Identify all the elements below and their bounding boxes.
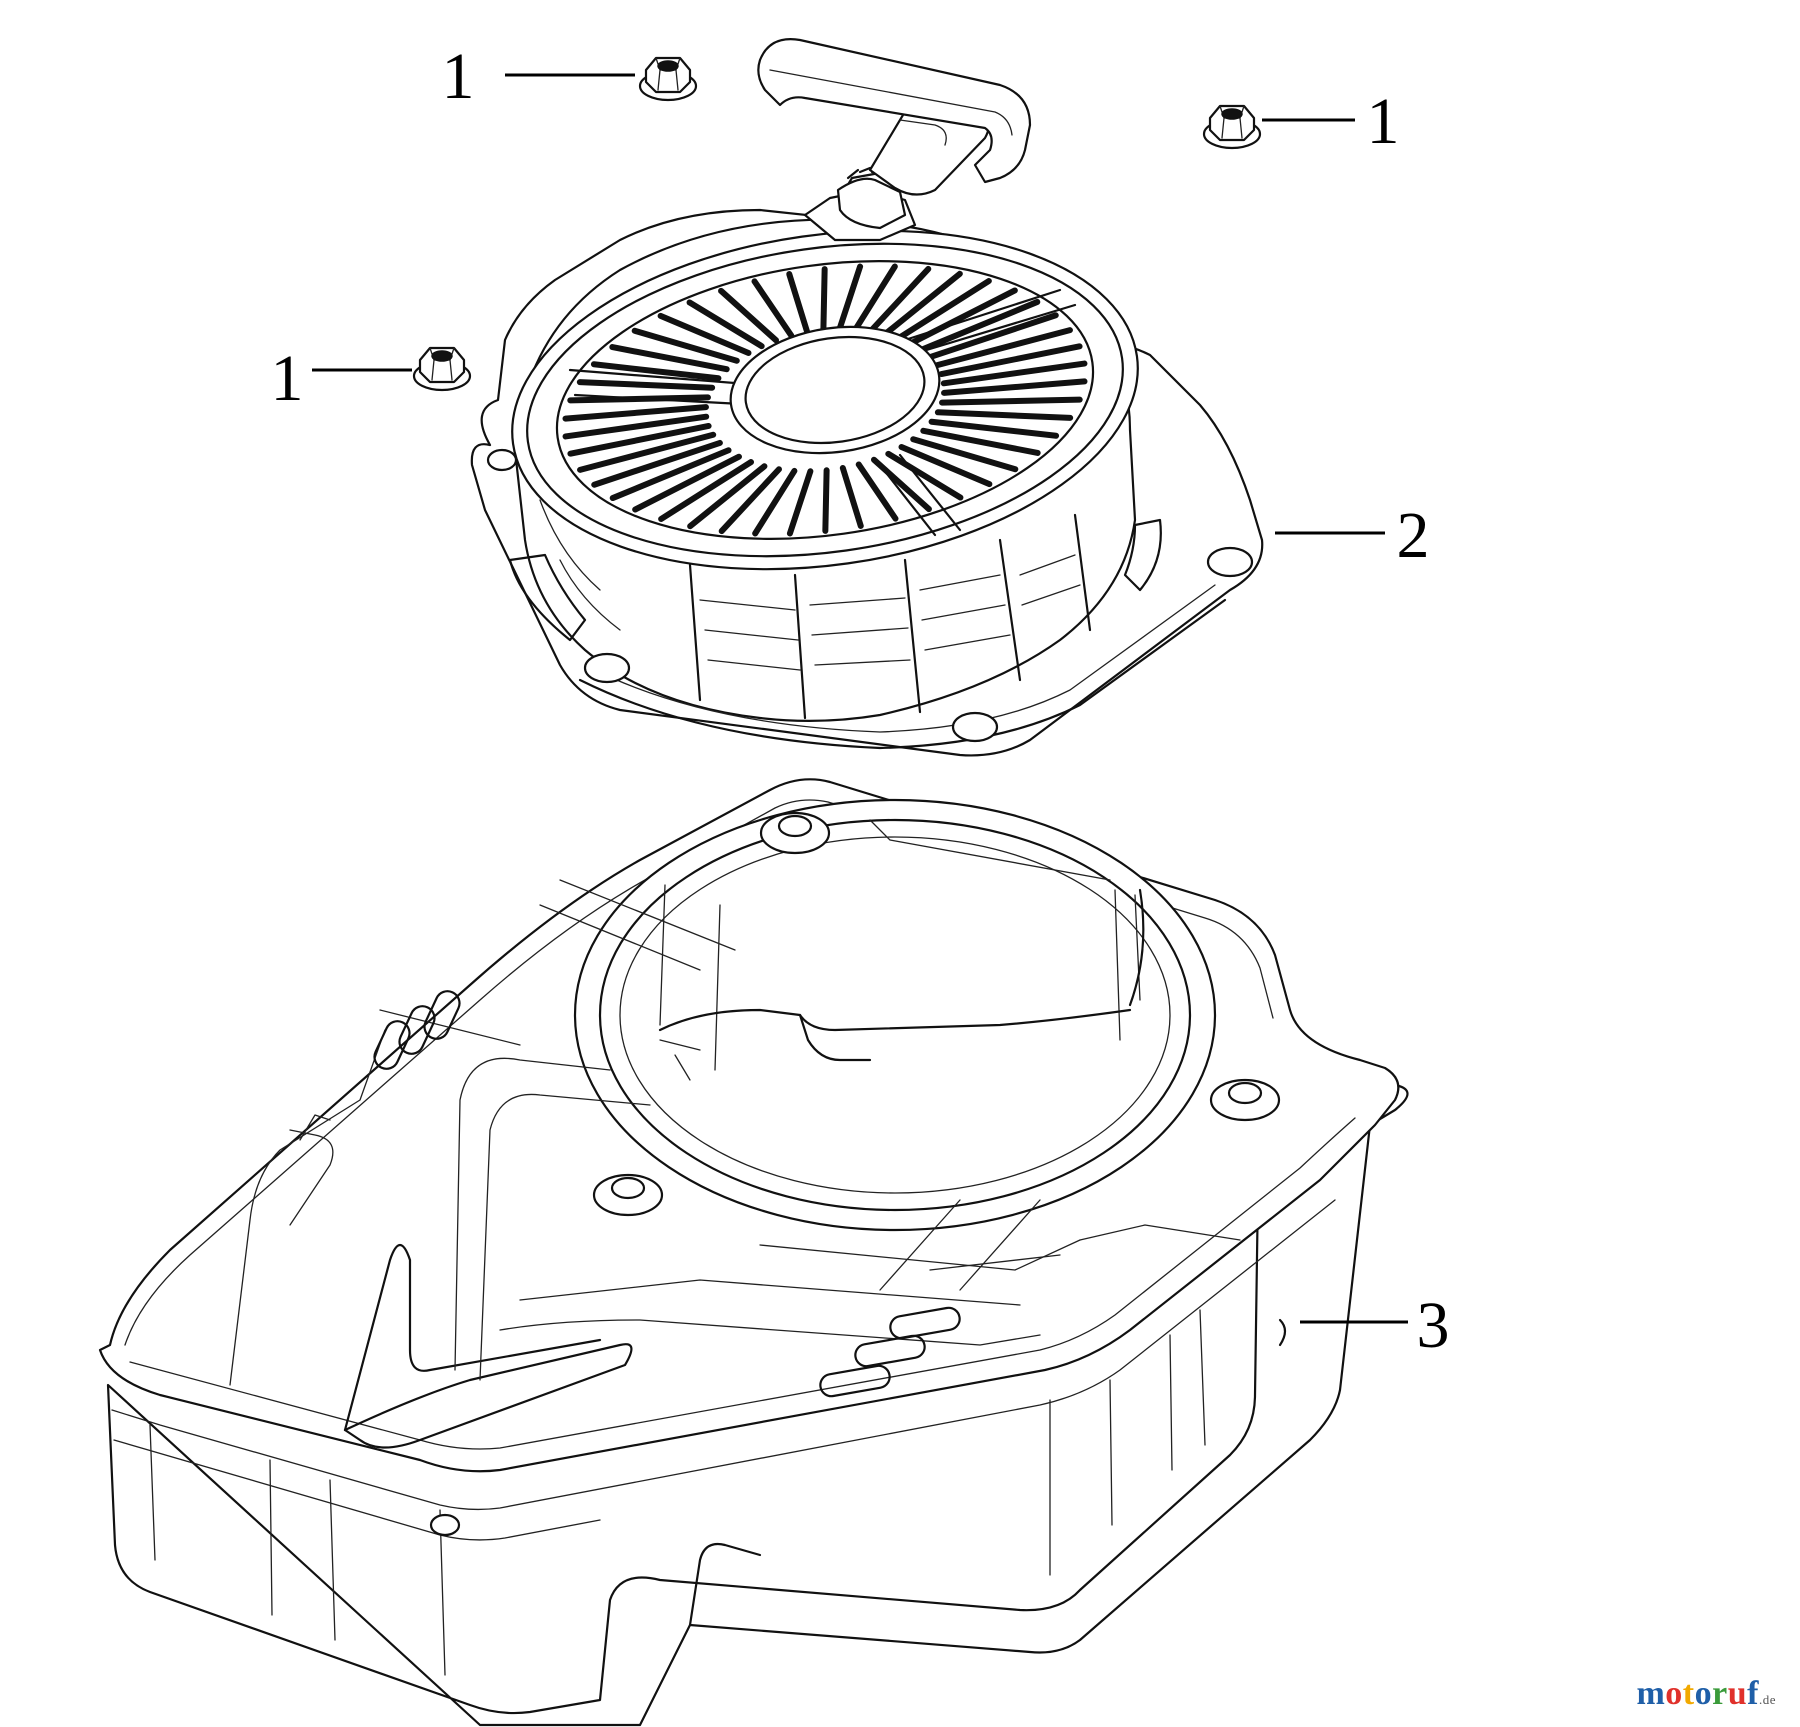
callout-number: 1 [442,40,475,113]
grille-fin [918,298,1041,353]
grille-fin [632,453,742,513]
grille-fin [609,447,732,502]
grille-fin [934,409,1074,421]
grille-fin [687,463,768,530]
grille-fin [938,343,1083,378]
watermark-letter: o [1665,1675,1683,1712]
callout-fan-housing: 3 [1300,1289,1450,1362]
grille-fin [941,378,1088,396]
callout-number: 3 [1417,1289,1450,1362]
watermark-logo: motoruf.de [1636,1675,1776,1713]
callout-nut-top-left: 1 [442,40,635,113]
grille-fin [631,327,740,364]
watermark-letter: t [1682,1675,1695,1712]
grille-fin [576,379,716,391]
grille-fin [718,287,780,344]
fan-housing-drawing [98,778,1409,1727]
grille-fin [657,312,752,356]
grille-fin [852,263,898,333]
vent-slots-left [373,990,461,1070]
callout-number: 1 [271,342,304,415]
nut-top-right-drawing [1202,104,1262,150]
callout-nut-left: 1 [271,342,412,415]
grille-fin [885,450,964,501]
grille-fin [839,465,864,529]
starter-handle-drawing [757,38,1032,230]
watermark-suffix: .de [1758,1692,1776,1707]
grille-fin [933,327,1073,369]
grille-fin [820,266,828,333]
grille-fin [898,444,993,488]
watermark-letter: r [1712,1675,1728,1712]
watermark-letter: f [1747,1675,1759,1712]
grille-fin [939,396,1083,406]
grille-fin [567,422,712,457]
grille-fin [562,404,709,422]
callout-number: 2 [1397,499,1430,572]
grille-fin [751,278,795,339]
grille-fin [786,271,811,335]
grille-fin [822,467,830,534]
callout-number: 1 [1367,85,1400,158]
grille-fin [609,344,730,373]
grille-fin [855,461,899,522]
callout-recoil-starter: 2 [1275,499,1430,572]
vent-slots-right [819,1306,961,1398]
grille-fin [868,265,932,334]
grille-fin [686,299,765,350]
grille-fin [920,427,1041,456]
grille-fin [562,413,710,440]
grille-fin [908,287,1018,347]
watermark-letter: u [1727,1675,1748,1712]
grille-fin [910,436,1019,473]
grille-fin [577,431,717,473]
recoil-starter-drawing [470,170,1264,757]
grille-fin [940,360,1088,387]
grille-fin [591,439,723,488]
nut-top-left-drawing [638,56,698,102]
grille-fin [836,263,864,332]
grille-fin [882,270,963,337]
grille-fin [928,418,1060,439]
grille-fin [658,459,755,522]
nut-left-drawing [412,346,472,392]
callout-nut-top-right: 1 [1262,85,1400,158]
grille-fin [786,468,814,537]
mounting-bosses [429,811,1281,1537]
watermark-letter: o [1694,1675,1713,1712]
grille-fin [718,466,782,535]
grille-fin [927,312,1059,361]
grille-fin [895,278,992,341]
flange-holes [486,448,1254,743]
grille-fin [752,467,798,537]
starter-grille [562,263,1088,537]
watermark-letter: m [1636,1675,1666,1712]
grille-fin [590,361,722,382]
